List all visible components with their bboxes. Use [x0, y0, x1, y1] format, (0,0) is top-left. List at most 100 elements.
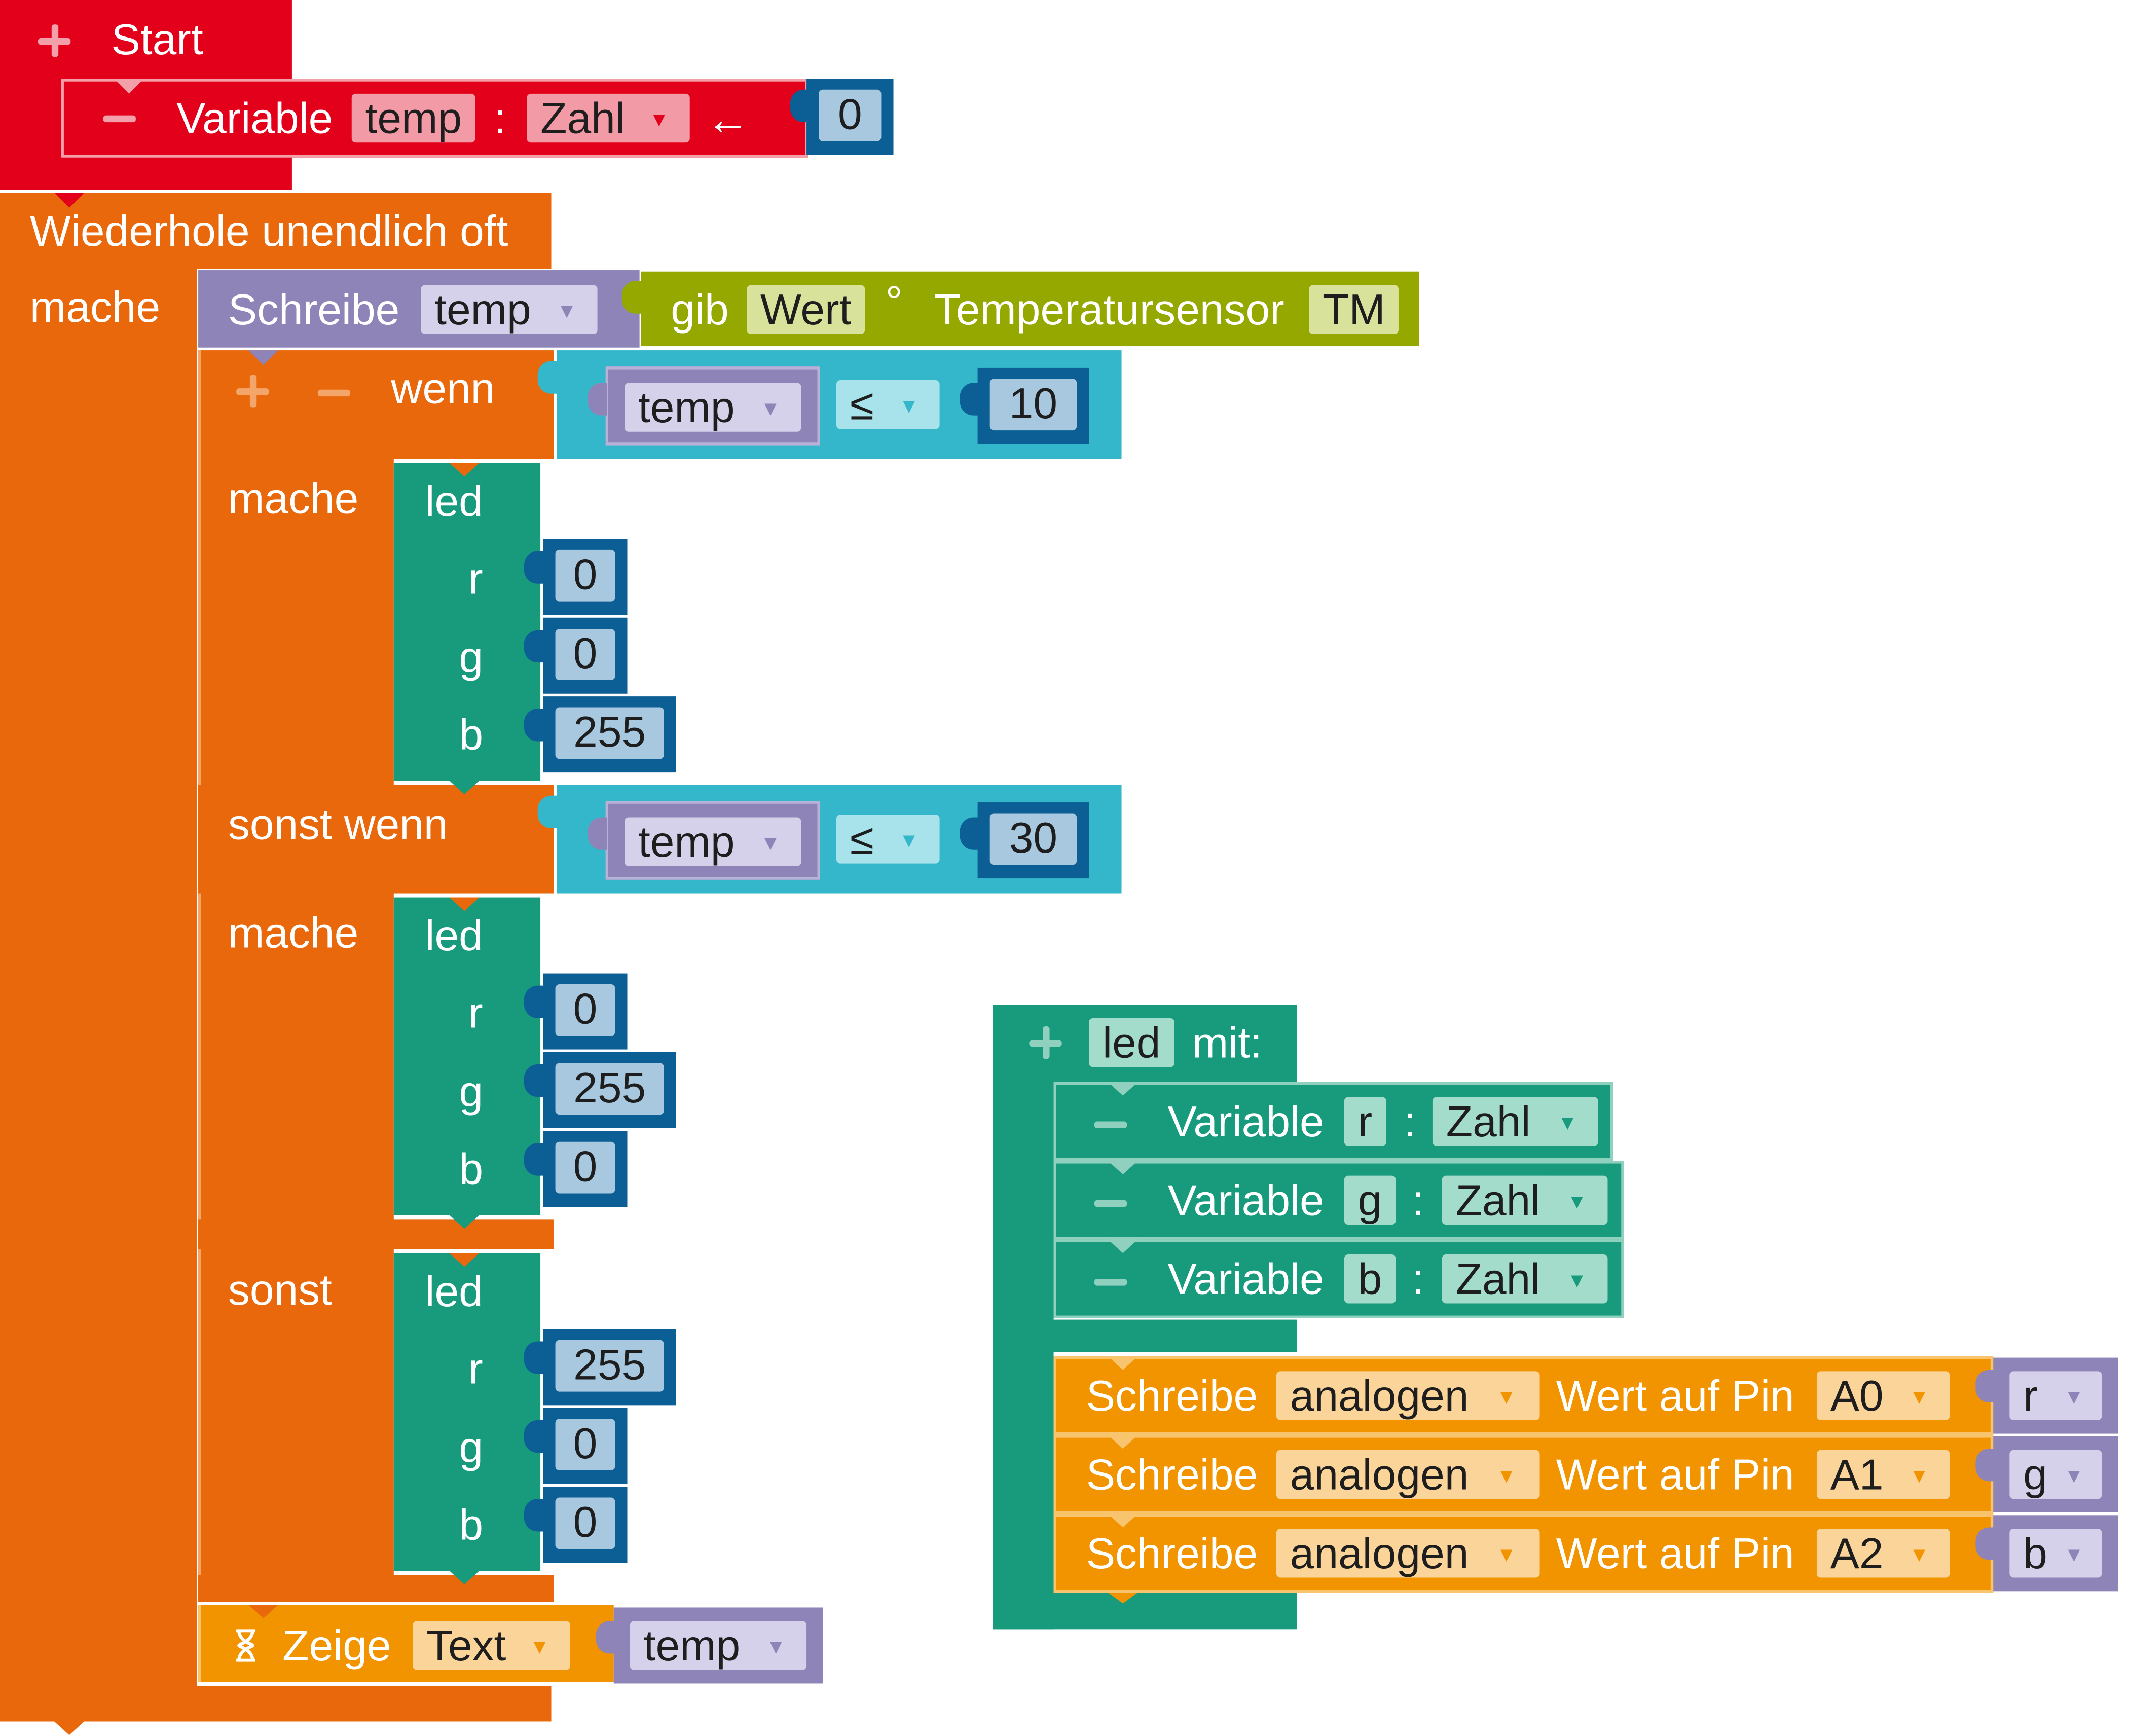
input-connector — [790, 89, 810, 123]
input-connector — [524, 1499, 543, 1532]
chevron-down-icon: ▼ — [765, 1636, 786, 1659]
init-value-field[interactable]: 0 — [819, 89, 882, 141]
function-name-field[interactable]: led — [1089, 1018, 1174, 1067]
minus-icon[interactable] — [103, 115, 136, 123]
init-value-block[interactable]: 0 — [806, 79, 894, 155]
plus-icon[interactable] — [236, 375, 269, 408]
param-type-dropdown[interactable]: Zahl ▼ — [1432, 1097, 1598, 1146]
function-bottom — [993, 1591, 1297, 1630]
led-b-label: b — [459, 1500, 484, 1549]
led-call-block-3[interactable] — [393, 1253, 541, 1571]
param-type-dropdown[interactable]: Zahl ▼ — [1442, 1254, 1608, 1304]
show-variable-value: temp — [643, 1621, 741, 1670]
param-name-field[interactable]: r — [1344, 1097, 1386, 1146]
analog-pin-dropdown[interactable]: A2 ▼ — [1816, 1529, 1950, 1578]
compare-variable-dropdown-2[interactable]: temp ▼ — [625, 817, 801, 866]
led-b-value-block[interactable]: 0 — [543, 1131, 628, 1207]
chevron-down-icon: ▼ — [2064, 1543, 2084, 1567]
led-g-value-block[interactable]: 255 — [543, 1052, 676, 1128]
sensor-value-field[interactable]: Wert — [747, 285, 865, 334]
if-sonst-wenn-row — [198, 785, 554, 894]
function-body-rail — [993, 1082, 1054, 1630]
led-call-name: led — [425, 476, 483, 526]
compare-operator-dropdown-1[interactable]: ≤ ▼ — [836, 380, 940, 429]
led-call-name: led — [425, 911, 483, 960]
show-variable-dropdown[interactable]: temp ▼ — [630, 1621, 807, 1670]
param-name-field[interactable]: b — [1344, 1254, 1396, 1304]
analog-pin-dropdown[interactable]: A0 ▼ — [1816, 1371, 1950, 1420]
param-keyword: Variable — [1167, 1254, 1324, 1304]
chevron-down-icon: ▼ — [529, 1636, 550, 1659]
analog-var-dropdown[interactable]: g ▼ — [2009, 1450, 2102, 1499]
analog-var-value: r — [2023, 1371, 2038, 1420]
led-g-label: g — [459, 1423, 484, 1472]
minus-icon[interactable] — [1094, 1279, 1127, 1286]
analog-mode-value: analogen — [1290, 1529, 1469, 1578]
if-else-block[interactable] — [198, 350, 554, 459]
analog-mode-dropdown[interactable]: analogen ▼ — [1276, 1371, 1540, 1420]
input-connector — [524, 709, 543, 742]
analog-pin-label: Wert auf Pin — [1556, 1450, 1794, 1499]
led-r-value-block[interactable]: 0 — [543, 539, 628, 615]
minus-icon[interactable] — [317, 389, 351, 397]
connector-notch — [449, 781, 480, 794]
led-g-value-block[interactable]: 0 — [543, 617, 628, 694]
led-b-value-field[interactable]: 255 — [555, 707, 664, 759]
input-connector — [621, 281, 641, 314]
if-bottom — [198, 1575, 554, 1602]
show-type-dropdown[interactable]: Text ▼ — [413, 1621, 571, 1670]
minus-icon[interactable] — [1094, 1200, 1127, 1207]
param-name-field[interactable]: g — [1344, 1175, 1396, 1225]
connector-notch — [1108, 1592, 1138, 1604]
led-b-value-field[interactable]: 0 — [555, 1141, 615, 1194]
compare-operator-dropdown-2[interactable]: ≤ ▼ — [836, 815, 940, 864]
led-b-value-field[interactable]: 0 — [555, 1497, 615, 1549]
loop-label: Wiederhole unendlich oft — [29, 206, 508, 255]
compare-variable-dropdown-1[interactable]: temp ▼ — [625, 383, 801, 432]
show-type-value: Text — [426, 1621, 506, 1670]
led-g-value-block[interactable]: 0 — [543, 1408, 628, 1484]
led-r-value-block[interactable]: 255 — [543, 1329, 676, 1406]
led-r-value-field[interactable]: 0 — [555, 984, 615, 1036]
compare-number-field-2[interactable]: 30 — [989, 813, 1077, 865]
input-connector — [588, 383, 607, 416]
analog-var-dropdown[interactable]: b ▼ — [2009, 1529, 2102, 1578]
sensor-name-field[interactable]: TM — [1309, 285, 1399, 334]
write-variable-dropdown[interactable]: temp ▼ — [421, 285, 598, 334]
connector-notch — [449, 1215, 480, 1229]
input-connector — [588, 817, 607, 850]
led-b-label: b — [459, 1144, 484, 1194]
analog-var-dropdown[interactable]: r ▼ — [2009, 1371, 2102, 1420]
plus-icon[interactable] — [38, 24, 71, 57]
forever-loop-block[interactable] — [0, 193, 552, 269]
led-call-block-2[interactable] — [393, 897, 541, 1215]
led-g-value-field[interactable]: 0 — [555, 1419, 615, 1470]
variable-type-dropdown[interactable]: Zahl ▼ — [527, 93, 690, 143]
led-g-value-field[interactable]: 255 — [555, 1063, 664, 1115]
analog-pin-dropdown[interactable]: A1 ▼ — [1816, 1450, 1950, 1499]
led-r-value-block[interactable]: 0 — [543, 973, 628, 1050]
led-r-value-field[interactable]: 255 — [555, 1340, 664, 1392]
variable-name-field[interactable]: temp — [351, 93, 475, 143]
param-type-dropdown[interactable]: Zahl ▼ — [1442, 1175, 1608, 1225]
led-r-value-field[interactable]: 0 — [555, 549, 615, 602]
compare-number-block-2[interactable]: 30 — [977, 802, 1089, 879]
led-call-block-1[interactable] — [393, 463, 541, 781]
analog-mode-dropdown[interactable]: analogen ▼ — [1276, 1529, 1540, 1578]
compare-number-field-1[interactable]: 10 — [989, 379, 1077, 431]
param-colon: : — [1412, 1254, 1424, 1304]
minus-icon[interactable] — [1094, 1121, 1127, 1128]
if-sonst-label: sonst — [228, 1265, 332, 1314]
chevron-down-icon: ▼ — [1557, 1112, 1578, 1135]
led-call-name: led — [425, 1267, 483, 1316]
led-g-value-field[interactable]: 0 — [555, 629, 615, 680]
variable-keyword: Variable — [176, 93, 333, 143]
led-b-value-block[interactable]: 255 — [543, 696, 676, 773]
plus-icon[interactable] — [1029, 1026, 1062, 1059]
chevron-down-icon: ▼ — [649, 108, 670, 132]
analog-mode-dropdown[interactable]: analogen ▼ — [1276, 1450, 1540, 1499]
compare-number-block-1[interactable]: 10 — [977, 367, 1089, 444]
compare-variable-value: temp — [638, 817, 735, 866]
led-b-value-block[interactable]: 0 — [543, 1487, 628, 1563]
chevron-down-icon: ▼ — [1567, 1269, 1587, 1293]
